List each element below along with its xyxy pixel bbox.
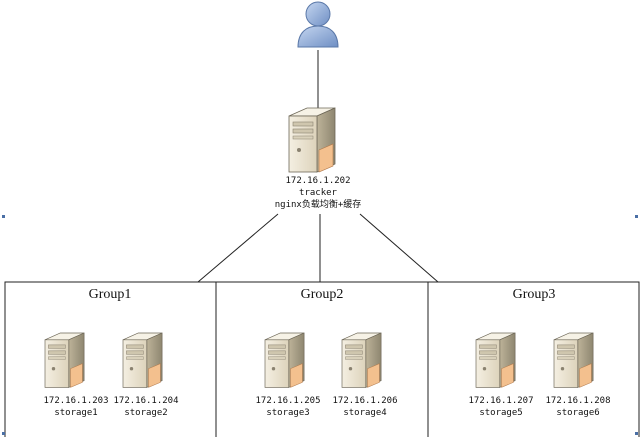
storage2-server-icon: [122, 332, 163, 388]
bottom-right-resize-handle[interactable]: [635, 432, 638, 435]
storage6-ip-label: 172.16.1.208: [545, 396, 611, 406]
storage4-ip-label: 172.16.1.206: [332, 396, 398, 406]
user-icon: [297, 1, 339, 48]
storage5-name-label: storage5: [479, 408, 523, 418]
group1-title: Group1: [88, 287, 132, 302]
storage3-server-icon: [264, 332, 305, 388]
storage3-ip-label: 172.16.1.205: [255, 396, 321, 406]
storage2-name-label: storage2: [124, 408, 168, 418]
groups-frame: [4, 281, 640, 437]
tracker-description-label: nginx负载均衡+缓存: [274, 200, 362, 210]
storage1-name-label: storage1: [54, 408, 98, 418]
tracker-role-label: tracker: [299, 188, 337, 198]
group2-title: Group2: [300, 287, 344, 302]
storage1-server-icon: [44, 332, 85, 388]
tracker-ip-label: 172.16.1.202: [285, 176, 351, 186]
right-resize-handle[interactable]: [635, 215, 638, 218]
storage6-name-label: storage6: [556, 408, 600, 418]
tracker-to-group1-line: [197, 213, 279, 283]
left-resize-handle[interactable]: [2, 215, 5, 218]
storage5-server-icon: [475, 332, 516, 388]
tracker-server-icon: [288, 107, 336, 173]
storage1-ip-label: 172.16.1.203: [43, 396, 109, 406]
storage4-server-icon: [341, 332, 382, 388]
storage4-name-label: storage4: [343, 408, 387, 418]
storage3-name-label: storage3: [266, 408, 310, 418]
storage2-ip-label: 172.16.1.204: [113, 396, 179, 406]
group3-title: Group3: [512, 287, 556, 302]
bottom-left-resize-handle[interactable]: [2, 432, 5, 435]
storage6-server-icon: [553, 332, 594, 388]
tracker-to-group3-line: [359, 213, 439, 283]
storage5-ip-label: 172.16.1.207: [468, 396, 534, 406]
servers-layer: [44, 107, 594, 388]
